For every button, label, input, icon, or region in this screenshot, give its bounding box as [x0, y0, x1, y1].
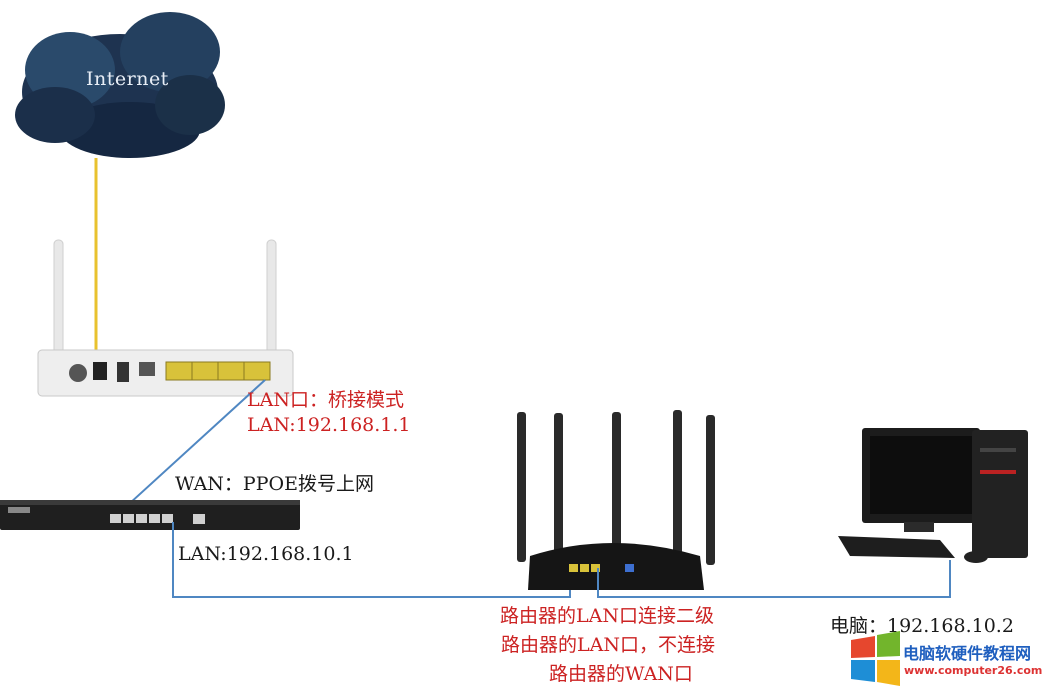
secondary-router-note-line: 路由器的WAN口	[549, 663, 693, 685]
secondary-to-pc-cable	[597, 560, 951, 598]
internet-cloud-icon	[15, 12, 225, 158]
modem-mode-label: LAN口：桥接模式	[247, 389, 404, 411]
watermark-text: 电脑软硬件教程网	[903, 644, 1032, 663]
secondary-router-note-line: 路由器的LAN口，不连接	[501, 634, 715, 656]
pc-ip-label: 电脑：192.168.10.2	[830, 615, 1014, 637]
modem-lan-ip-label: LAN:192.168.1.1	[247, 414, 411, 436]
router-lan-ip-label: LAN:192.168.10.1	[178, 543, 354, 565]
main-router-icon	[0, 500, 300, 530]
watermark-logo-icon	[851, 631, 900, 686]
modem-to-router-cable	[117, 379, 266, 515]
secondary-router-note-line: 路由器的LAN口连接二级	[500, 605, 714, 627]
pc-icon	[838, 428, 1028, 563]
modem-device-icon	[37, 239, 294, 397]
internet-label: Internet	[86, 68, 169, 90]
router-wan-label: WAN：PPOE拨号上网	[175, 473, 374, 495]
secondary-router-icon	[517, 410, 715, 590]
watermark-url: www.computer26.com	[904, 664, 1043, 677]
